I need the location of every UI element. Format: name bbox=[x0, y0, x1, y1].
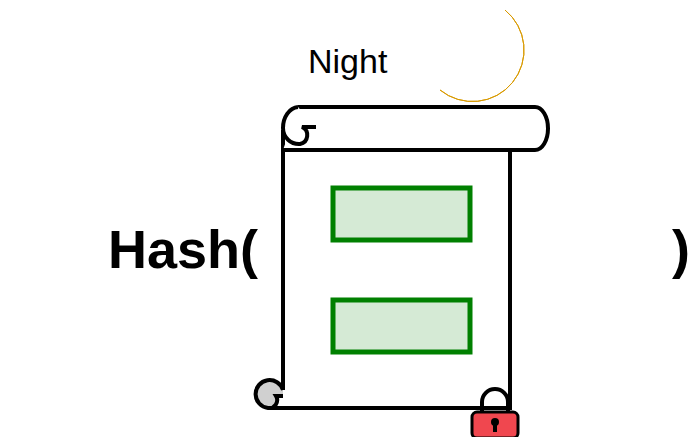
scroll-edge bbox=[268, 150, 510, 408]
content-block bbox=[333, 300, 470, 352]
scroll-edge bbox=[281, 130, 285, 390]
node-heading: Night bbox=[308, 44, 387, 78]
moon-icon bbox=[440, 10, 524, 102]
padlock-body bbox=[472, 412, 518, 437]
content-block bbox=[333, 188, 470, 240]
function-label: ) bbox=[672, 222, 690, 276]
padlock-keyhole bbox=[493, 423, 497, 432]
function-label: Hash( bbox=[108, 222, 258, 276]
scroll-curl bbox=[283, 107, 316, 144]
scroll-top-roll bbox=[283, 107, 548, 150]
padlock-shackle bbox=[482, 389, 508, 414]
scroll-curl bbox=[256, 380, 283, 408]
scroll-node: Night bbox=[275, 40, 550, 415]
